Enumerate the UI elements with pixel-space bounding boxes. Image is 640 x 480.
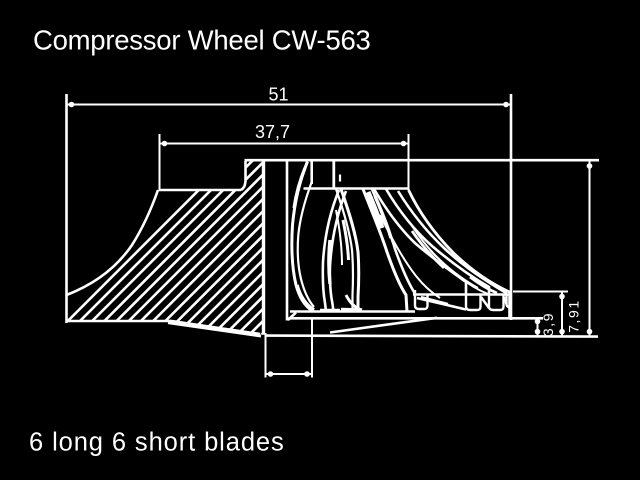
svg-text:3,9: 3,9: [540, 312, 556, 336]
svg-text:37,7: 37,7: [255, 122, 290, 142]
svg-text:6 long 6 short blades: 6 long 6 short blades: [29, 429, 285, 457]
svg-text:51: 51: [268, 85, 288, 105]
svg-text:Compressor Wheel CW-563: Compressor Wheel CW-563: [33, 24, 371, 55]
svg-text:7,91: 7,91: [566, 299, 582, 333]
